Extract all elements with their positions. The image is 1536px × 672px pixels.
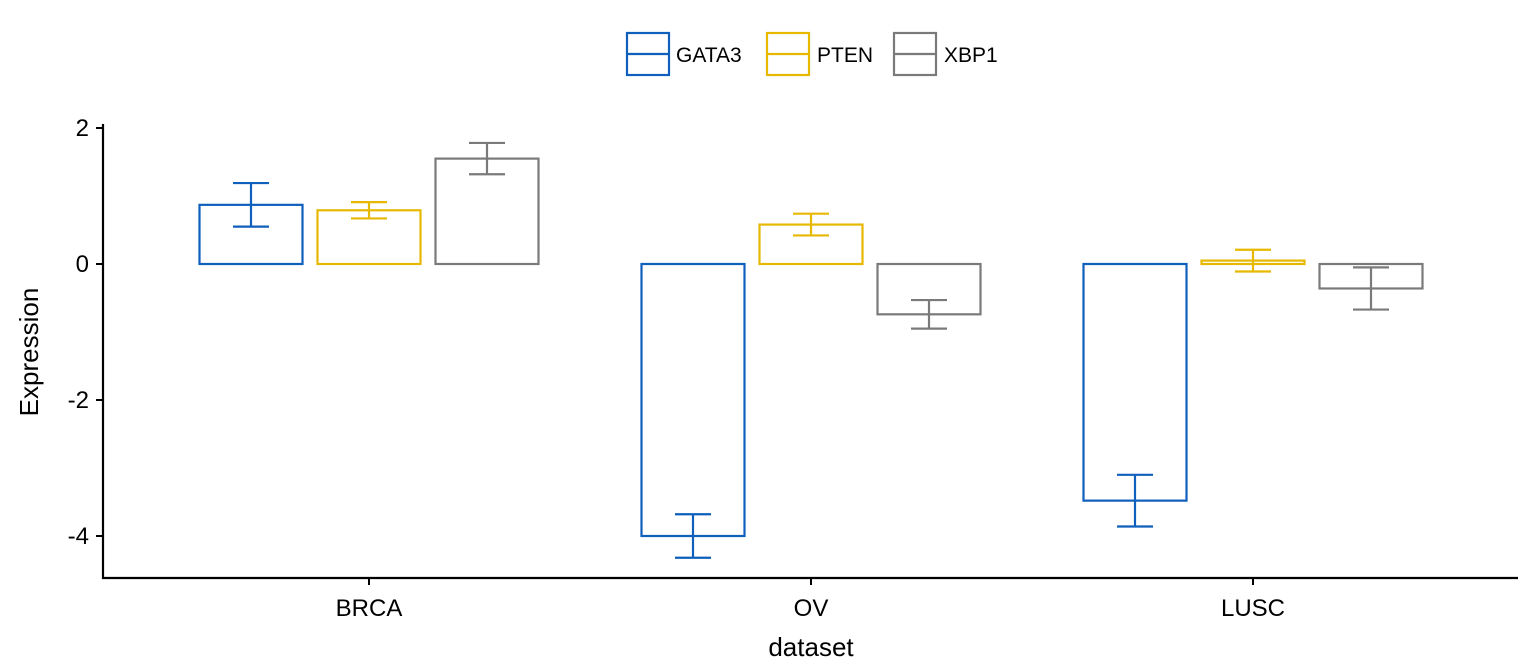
error-bar-xbp1-brca [469,141,505,176]
error-bar-gata3-brca [233,181,269,228]
error-bar-xbp1-lusc [1353,266,1389,311]
legend: GATA3 PTEN XBP1 [625,31,998,77]
legend-item-pten: PTEN [765,31,873,77]
y-tick-label: 0 [76,251,89,278]
x-tick-label: BRCA [336,595,403,622]
y-tick-label: -4 [68,523,89,550]
bar-gata3-brca [198,203,304,266]
x-tick-label: OV [794,595,829,622]
error-bar-pten-ov [793,212,829,237]
x-axis-title: dataset [768,632,854,662]
error-bar-pten-lusc [1235,248,1271,273]
error-bars-layer [233,141,1389,559]
y-axis-title: Expression [14,288,44,417]
legend-item-xbp1: XBP1 [892,31,998,77]
y-tick-label: -2 [68,387,89,414]
bar-gata3-ov [640,262,746,538]
legend-label: GATA3 [676,44,742,67]
legend-label: XBP1 [944,44,998,67]
error-bar-xbp1-ov [911,298,947,330]
y-tick-label: 2 [76,115,89,142]
legend-label: PTEN [817,44,873,67]
error-bar-gata3-lusc [1117,473,1153,528]
error-bar-gata3-ov [675,513,711,559]
bar-gata3-lusc [1082,262,1188,502]
x-tick-label: LUSC [1221,595,1285,622]
legend-item-gata3: GATA3 [625,31,742,77]
error-bar-pten-brca [351,201,387,220]
bar-xbp1-brca [434,157,540,266]
